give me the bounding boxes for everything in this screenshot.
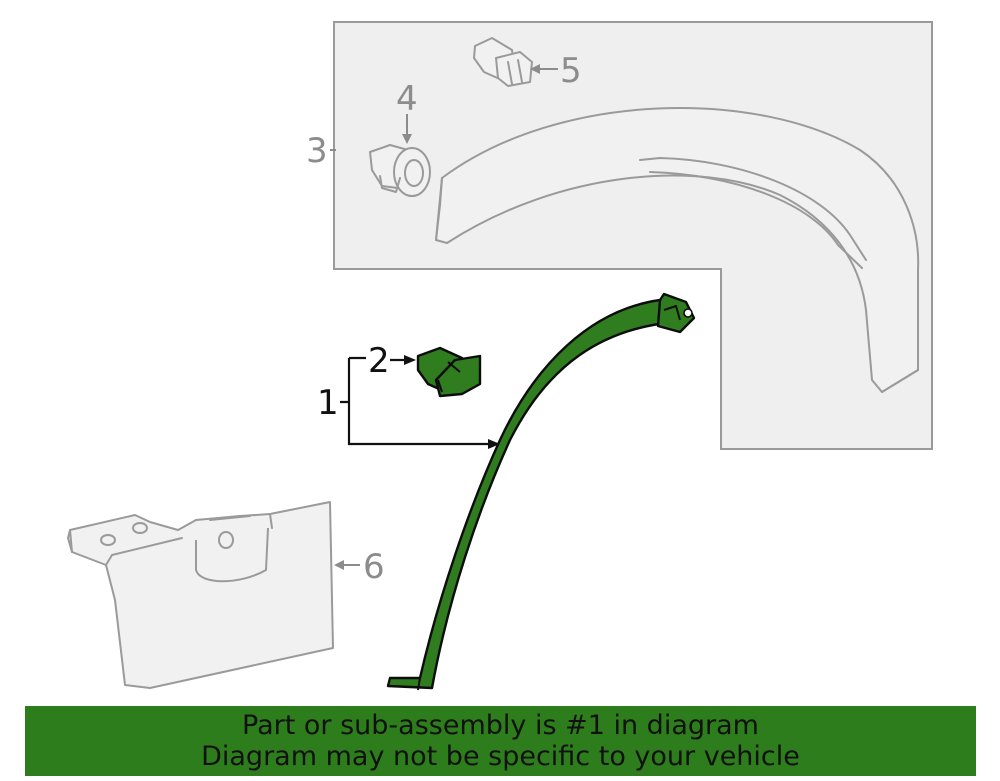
- banner-line-2: Diagram may not be specific to your vehi…: [201, 741, 800, 772]
- callout-4: 4: [396, 79, 418, 119]
- bracket-part-1: [386, 292, 696, 691]
- callout-3: 3: [306, 131, 328, 171]
- leader-6-arrow: [334, 560, 344, 570]
- leader-5-arrow: [530, 64, 540, 74]
- push-clip-4: [369, 144, 431, 197]
- banner-line-1: Part or sub-assembly is #1 in diagram: [242, 710, 759, 741]
- leader-1-bracket: [340, 356, 496, 446]
- wheel-flare: [435, 107, 920, 393]
- clip-part-2: [416, 346, 482, 398]
- callout-6: 6: [363, 547, 385, 587]
- mud-guard-6: [67, 501, 334, 689]
- callout-2: 2: [368, 341, 390, 381]
- leader-2-arrow: [404, 355, 416, 365]
- retainer-5: [473, 37, 533, 87]
- info-banner: Part or sub-assembly is #1 in diagram Di…: [25, 706, 976, 776]
- leader-4-arrow: [402, 134, 412, 144]
- callout-5: 5: [560, 51, 582, 91]
- leader-1-arrow: [488, 439, 500, 449]
- callout-1: 1: [317, 383, 339, 423]
